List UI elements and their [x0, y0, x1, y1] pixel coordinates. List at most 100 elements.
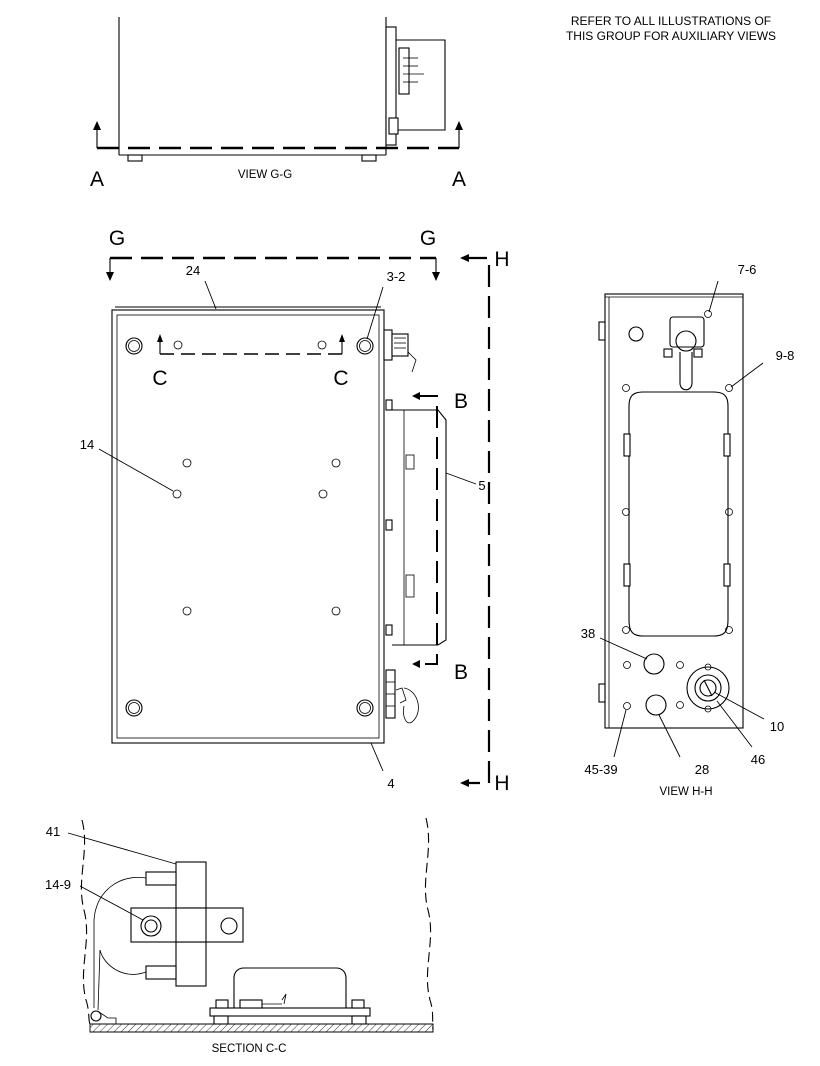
connector-lead: [407, 351, 417, 373]
marker-b-bottom: B: [454, 661, 468, 684]
side-clip: [385, 519, 393, 531]
hh-screw: [622, 384, 630, 392]
leader-4: [370, 742, 384, 772]
callout-4: 4: [387, 776, 394, 791]
hole: [182, 606, 192, 616]
arrow-b-top-head: [412, 392, 420, 400]
hh-screw: [623, 702, 631, 710]
leader-38: [599, 637, 648, 660]
hh-switch-screw: [704, 663, 712, 671]
arrow-g-right-head: [432, 272, 440, 281]
caption-view-hh: VIEW H-H: [659, 786, 712, 798]
hh-screw: [725, 508, 733, 516]
arrow-h-bottom-head: [460, 779, 469, 787]
leader-3-2: [366, 286, 384, 340]
hh-screw: [676, 661, 684, 669]
relay-stud-inner: [144, 919, 158, 933]
callout-46: 46: [751, 752, 765, 767]
mount-nut: [351, 999, 365, 1009]
gg-side-plate: [385, 26, 397, 146]
hh-connector-ring: [675, 330, 697, 352]
caption-section-cc: SECTION C-C: [212, 1043, 287, 1055]
relay-bar-center: [175, 907, 207, 943]
cover-tab: [405, 454, 415, 470]
side-clip: [385, 624, 393, 636]
hh-switch-slot: [703, 679, 713, 697]
hole: [331, 606, 341, 616]
callout-38: 38: [581, 626, 595, 641]
gg-foot-left: [127, 154, 143, 162]
note-line-1: REFER TO ALL ILLUSTRATIONS OF: [571, 14, 771, 28]
callout-24: 24: [186, 263, 200, 278]
hh-screw: [622, 626, 630, 634]
callout-5: 5: [478, 478, 485, 493]
leader-28: [658, 714, 681, 758]
hole: [331, 458, 341, 468]
arrow-c-left-head: [157, 334, 163, 342]
leader-7-6: [708, 280, 719, 313]
break-line-right: [424, 817, 434, 1031]
leader-45-39: [613, 709, 627, 758]
arrow-a-left-head: [93, 121, 101, 130]
hh-screw: [622, 508, 630, 516]
leader-14: [98, 448, 174, 492]
main-view: G G C C: [80, 227, 510, 795]
wire-ground: [98, 1011, 117, 1024]
marker-b-top: B: [454, 390, 468, 413]
hh-clip: [723, 563, 731, 587]
callout-10: 10: [770, 719, 784, 734]
arrow-a-right-head: [455, 121, 463, 130]
hh-screw: [623, 661, 631, 669]
marker-g-left: G: [109, 227, 125, 250]
marker-g-right: G: [420, 227, 436, 250]
gg-connector: [398, 47, 410, 95]
enclosure-inner: [116, 314, 380, 739]
corner-bolt: [125, 699, 143, 717]
mount-lead-tip: [281, 993, 287, 1005]
callout-41: 41: [46, 824, 60, 839]
note-line-2: THIS GROUP FOR AUXILIARY VIEWS: [566, 29, 776, 43]
floor-plate: [89, 1023, 434, 1033]
side-clip: [385, 399, 393, 411]
corner-bolt-inner: [128, 702, 140, 714]
caption-view-gg: VIEW G-G: [238, 169, 292, 181]
marker-h-bottom: H: [494, 772, 509, 795]
leader-41: [67, 832, 177, 865]
hh-hole: [628, 326, 644, 342]
hh-screw: [725, 384, 733, 392]
mount-foot: [351, 1015, 367, 1025]
hh-connector: [669, 316, 705, 348]
mount-rail: [209, 1007, 371, 1017]
mount-clip: [239, 999, 263, 1009]
hh-tab: [598, 321, 606, 341]
corner-bolt-inner: [359, 340, 371, 352]
cover-tab: [405, 574, 415, 598]
gg-terminal: [388, 117, 399, 135]
side-cover: [392, 409, 447, 646]
callout-3-2: 3-2: [387, 269, 406, 284]
hh-plug: [643, 653, 665, 675]
relay-stud: [140, 915, 162, 937]
section-line-hh: [465, 256, 491, 785]
marker-c-left: C: [152, 367, 167, 390]
callout-14-9: 14-9: [45, 877, 71, 892]
hh-clip: [723, 433, 731, 457]
hh-cutout: [628, 391, 729, 637]
leader-9-8: [730, 362, 764, 388]
hh-connector-pin: [663, 348, 673, 358]
leader-5: [445, 472, 477, 485]
marker-a-left: A: [90, 168, 104, 191]
marker-h-top: H: [494, 248, 509, 271]
arrow-b-bottom-head: [412, 660, 420, 668]
callout-7-6: 7-6: [738, 262, 757, 277]
ground-lug: [90, 1010, 102, 1022]
corner-bolt: [356, 699, 374, 717]
hh-clip: [623, 433, 631, 457]
hh-panel-outline: [604, 293, 744, 729]
corner-bolt-inner: [359, 702, 371, 714]
leader-10: [713, 691, 765, 720]
mount-nut: [215, 999, 229, 1009]
hh-screw: [725, 626, 733, 634]
hh-switch-flange: [686, 666, 730, 710]
